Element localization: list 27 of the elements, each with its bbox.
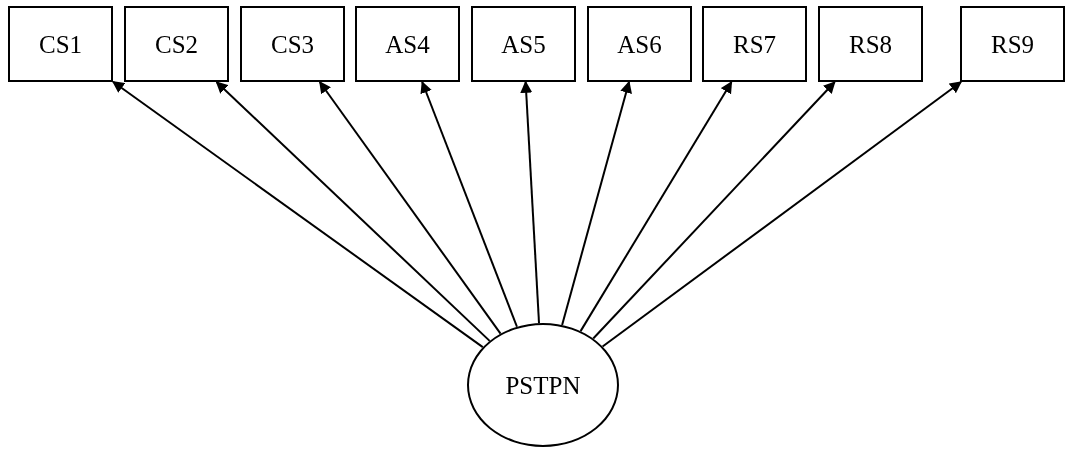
indicator-box: [240, 6, 345, 82]
indicator-box: [960, 6, 1065, 82]
node-label: CS2: [154, 31, 199, 57]
node-label: CS1: [38, 31, 83, 57]
arrow: [318, 81, 502, 335]
arrow: [420, 80, 518, 328]
indicator-box: [471, 6, 576, 82]
arrow: [601, 81, 962, 348]
node-label: CS3: [270, 31, 315, 57]
node-label: RS9: [990, 31, 1035, 57]
node-label: PSTPN: [505, 372, 581, 398]
indicator-box: [702, 6, 807, 82]
node-label: RS8: [848, 31, 893, 57]
arrow: [561, 80, 632, 326]
arrow: [520, 80, 540, 325]
node-label: RS7: [732, 31, 777, 57]
arrow: [112, 80, 484, 349]
arrow: [579, 80, 733, 333]
indicator-box: [355, 6, 460, 82]
indicator-box: [8, 6, 113, 82]
node-label: AS6: [617, 31, 662, 57]
indicator-box: [587, 6, 692, 82]
indicator-box: [124, 6, 229, 82]
node-label: AS4: [385, 31, 430, 57]
indicator-box: [818, 6, 923, 82]
arrow: [215, 81, 491, 342]
node-label: AS5: [501, 31, 546, 57]
